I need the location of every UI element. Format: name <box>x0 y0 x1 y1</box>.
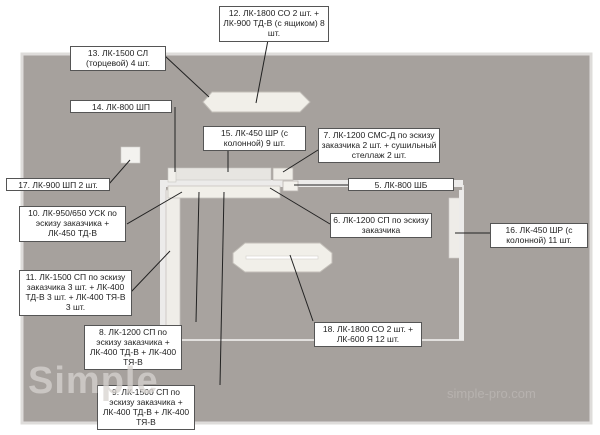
right-wall-strip <box>459 190 464 340</box>
partition-wall-left <box>160 180 166 340</box>
leader-18 <box>289 254 314 322</box>
callout-9: 9. ЛК-1500 СП по эскизу заказчика + ЛК-4… <box>97 385 195 430</box>
wall-cabinet-14 <box>167 167 177 183</box>
callout-8: 8. ЛК-1200 СП по эскизу заказчика + ЛК-4… <box>84 325 182 370</box>
cabinet-row-15 <box>174 167 272 181</box>
callout-14: 14. ЛК-800 ШП <box>70 100 172 113</box>
callout-15: 15. ЛК-450 ШР (с колонной) 9 шт. <box>203 126 306 151</box>
callout-6: 6. ЛК-1200 СП по эскизу заказчика <box>330 213 432 238</box>
leader-8 <box>195 191 200 323</box>
callout-10: 10. ЛК-950/650 УСК по эскизу заказчика +… <box>19 206 126 242</box>
cabinet-row-16 <box>448 197 461 259</box>
drying-rack-7 <box>272 167 294 181</box>
leader-9 <box>219 191 225 386</box>
leader-11 <box>130 250 171 293</box>
leader-10 <box>126 191 183 225</box>
leader-12 <box>255 39 269 104</box>
callout-11: 11. ЛК-1500 СП по эскизу заказчика 3 шт.… <box>19 270 132 316</box>
callout-13: 13. ЛК-1500 СЛ (торцевой) 4 шт. <box>70 46 166 71</box>
leader-17 <box>108 159 131 185</box>
callout-5: 5. ЛК-800 ШБ <box>348 178 454 191</box>
watermark-site: simple-pro.com <box>447 386 536 401</box>
left-bench <box>165 189 181 339</box>
leader-13 <box>164 55 210 98</box>
callout-17: 17. ЛК-900 ШП 2 шт. <box>6 178 110 191</box>
leader-7 <box>282 149 319 173</box>
callout-18: 18. ЛК-1800 СО 2 шт. + ЛК-600 Я 12 шт. <box>314 322 422 347</box>
callout-16: 16. ЛК-450 ШР (с колонной) 11 шт. <box>490 223 588 248</box>
callout-7: 7. ЛК-1200 СМС-Д по эскизу заказчика 2 ш… <box>318 128 440 163</box>
leader-6 <box>269 187 331 225</box>
watermark-logo: Simple <box>28 360 159 402</box>
cabinet-17 <box>120 146 141 164</box>
callout-12: 12. ЛК-1800 СО 2 шт. + ЛК-900 ТД-В (с ящ… <box>219 6 329 42</box>
partition-wall-top <box>163 180 463 187</box>
cabinet-5 <box>282 180 299 192</box>
island-table-18-shelf <box>245 255 319 260</box>
